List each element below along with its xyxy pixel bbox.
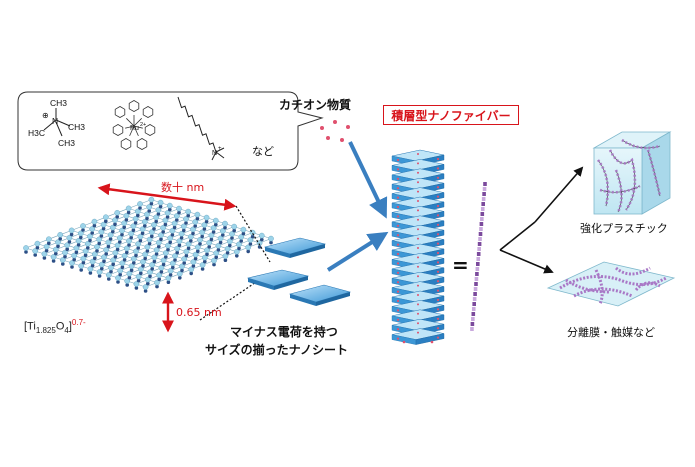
tetramethylammonium-molecule [43, 108, 71, 137]
cation-bubble [17, 91, 324, 171]
arrow-to-membrane [499, 249, 554, 274]
thickness-label: 0.65 nm [176, 306, 222, 319]
arrow-cations-to-stack [348, 141, 388, 219]
arrow-sheets-to-stack [326, 231, 389, 272]
reinforced-plastic-cube [592, 131, 672, 215]
zoom-dotted-line-top [235, 205, 271, 263]
nanofiber-title: 積層型ナノファイバー [383, 105, 519, 125]
etc-label: など [252, 145, 274, 158]
branch-line-up [499, 221, 536, 251]
alkylammonium-molecule [177, 96, 225, 161]
nanosheet-1 [263, 237, 327, 258]
equals-sign: = [452, 253, 469, 277]
atom-h3c-left: H3C [28, 128, 45, 138]
ruthenium-complex-molecule [112, 100, 156, 150]
nanosheet-2 [246, 269, 310, 290]
charge-plus-circle: ⊕ [42, 111, 49, 120]
cation-label: カチオン物質 [279, 98, 352, 112]
nanofiber-rod [470, 182, 487, 331]
cation-particles [320, 120, 350, 142]
nanosheet-group [246, 237, 352, 306]
alkyl-n-label: N [212, 150, 217, 157]
nanosheet-3 [288, 284, 352, 306]
membrane-label: 分離膜・触媒など [567, 326, 655, 339]
plastic-label: 強化プラスチック [580, 222, 668, 235]
width-label: 数十 nm [161, 181, 205, 194]
chemical-formula: [Ti1.825O4]0.7- [24, 318, 86, 335]
atom-ch3-top: CH3 [50, 98, 67, 108]
width-arrow [97, 183, 237, 211]
membrane-plane [546, 261, 676, 307]
ru-center-label: Ru [130, 125, 139, 132]
ru-charge: 2+ [140, 122, 146, 128]
atom-ch3-bottom: CH3 [58, 138, 75, 148]
titania-lattice [23, 196, 274, 293]
atom-n: N [52, 116, 58, 126]
nanosheet-caption-line1: マイナス電荷を持つ [230, 325, 338, 339]
atom-ch3-right: CH3 [68, 122, 85, 132]
nanosheet-caption-line2: サイズの揃ったナノシート [205, 343, 349, 357]
stacked-nanofiber [391, 149, 445, 345]
zoom-dotted-line-bottom [199, 277, 263, 321]
arrow-to-plastic [534, 166, 584, 223]
alkyl-charge: + [218, 146, 222, 152]
